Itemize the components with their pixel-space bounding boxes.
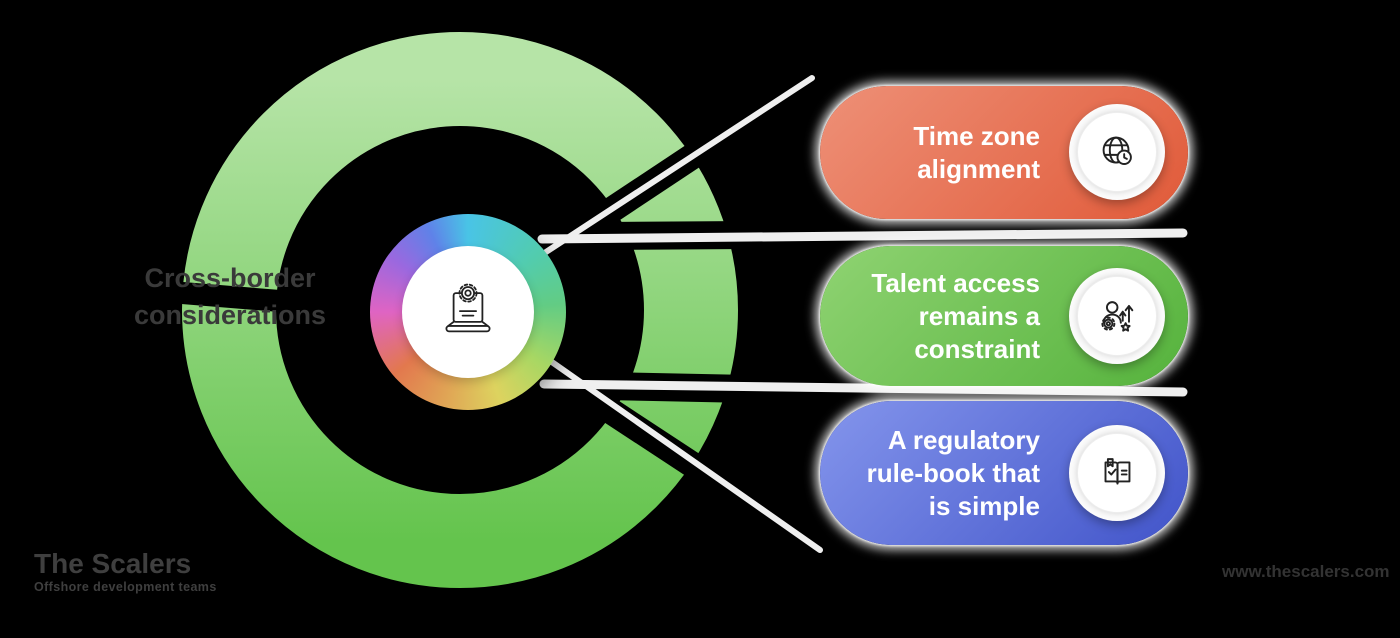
- pill1-line1: Time zone: [913, 120, 1040, 151]
- pill3-line1: A regulatory: [887, 424, 1040, 455]
- connector-to-pill3: [546, 357, 823, 553]
- pill3-line2: rule-book that: [866, 457, 1040, 488]
- website-watermark: www.thescalers.com: [1222, 562, 1390, 581]
- pill2-line3: constraint: [914, 333, 1040, 364]
- ring-gap-left: [169, 281, 293, 313]
- talent-growth-icon: [1101, 301, 1134, 332]
- left-caption-line1: Cross-border: [144, 263, 316, 293]
- pill3-icon-badge: [1069, 425, 1165, 521]
- pill2-icon-badge: [1069, 268, 1165, 364]
- left-caption-line2: considerations: [133, 300, 327, 330]
- brand-logo-tagline: Offshore development teams: [34, 580, 217, 594]
- laptop-gear-icon: [445, 283, 491, 333]
- globe-clock-icon: [1102, 136, 1132, 165]
- connector-lower-horizontal: [539, 379, 1188, 397]
- left-caption: Cross-border considerations: [105, 260, 355, 334]
- rule-book-icon: [1104, 458, 1131, 485]
- brand-logo: The Scalers Offshore development teams: [34, 548, 217, 594]
- pill1-icon-badge: [1069, 104, 1165, 200]
- green-donut-ring: [182, 32, 738, 588]
- connector-lines: [537, 75, 1188, 553]
- connector-to-pill1: [543, 75, 815, 255]
- center-hub: [402, 246, 534, 378]
- center-rainbow-ring: [370, 214, 566, 410]
- pill2-line2: remains a: [918, 300, 1040, 331]
- brand-logo-text: The Scalers: [34, 548, 192, 579]
- pill3-line3: is simple: [928, 490, 1040, 521]
- connector-upper-horizontal: [537, 228, 1188, 244]
- pill1-line2: alignment: [917, 153, 1040, 184]
- pill2-line1: Talent access: [871, 267, 1040, 298]
